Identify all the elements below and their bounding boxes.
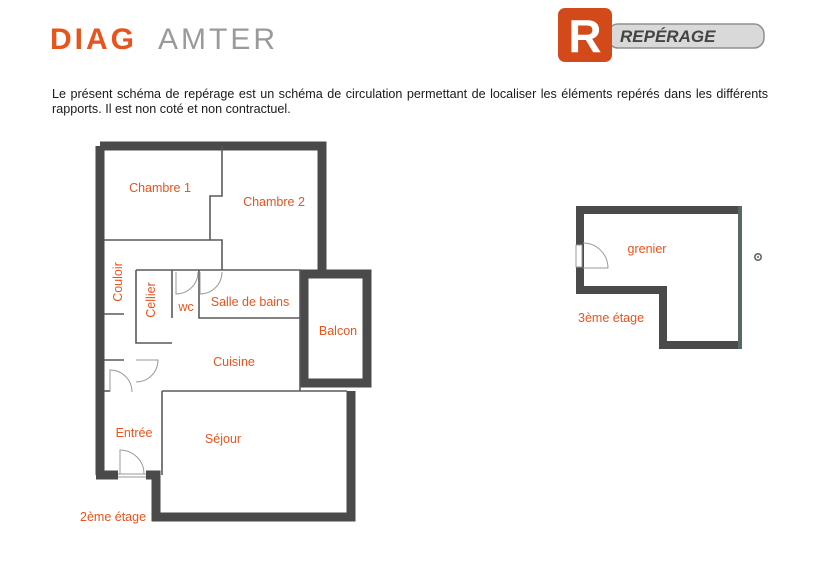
intro-text: Le présent schéma de repérage est un sch… <box>52 87 768 116</box>
room-grenier: grenier <box>628 242 667 256</box>
badge-square <box>558 8 612 62</box>
reperage-logo: R REPÉRAGE <box>558 8 765 62</box>
room-salle-de-bains: Salle de bains <box>211 295 290 309</box>
room-balcon: Balcon <box>319 324 357 338</box>
room-couloir: Couloir <box>111 262 125 302</box>
brand-suffix: AMTER <box>158 23 278 54</box>
diagamter-logo: DIAG AMTER <box>50 23 278 54</box>
room-entree: Entrée <box>116 426 153 440</box>
interior-walls <box>104 146 347 475</box>
plan-3rd-floor: grenier 3ème étage <box>575 206 762 349</box>
room-cellier: Cellier <box>144 282 158 317</box>
floor-label-3: 3ème étage <box>578 311 644 325</box>
room-sejour: Séjour <box>205 432 241 446</box>
badge-letter: R <box>568 10 601 62</box>
door-swing <box>575 242 609 269</box>
door-swings <box>109 271 223 475</box>
wall <box>100 141 327 276</box>
room-wc: wc <box>177 300 193 314</box>
gear-icon <box>753 253 762 262</box>
room-chambre-2: Chambre 2 <box>243 195 305 209</box>
room-cuisine: Cuisine <box>213 355 255 369</box>
wall <box>576 206 740 349</box>
balcony-wall <box>299 269 372 388</box>
room-chambre-1: Chambre 1 <box>129 181 191 195</box>
wall <box>146 391 356 522</box>
window-marks <box>118 473 146 478</box>
badge-text: REPÉRAGE <box>620 27 716 46</box>
floor-label-2: 2ème étage <box>80 510 146 524</box>
brand-prefix: DIAG <box>50 23 137 54</box>
plan-2nd-floor: Chambre 1 Chambre 2 Couloir Cellier wc S… <box>80 141 372 524</box>
